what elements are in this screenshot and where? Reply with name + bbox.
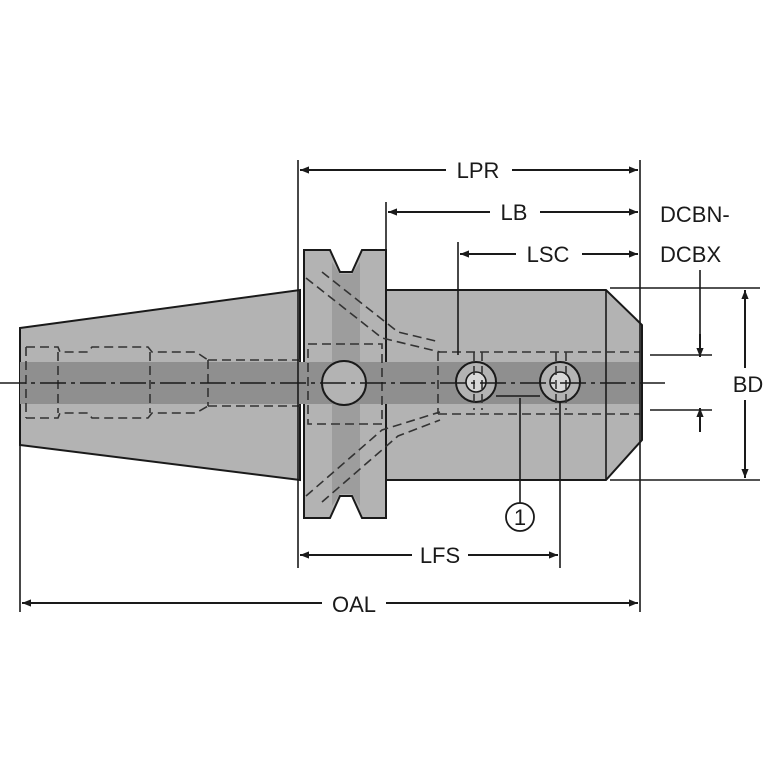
label-lpr: LPR — [457, 158, 500, 183]
label-bd: BD — [733, 372, 764, 397]
label-dcbn: DCBN- — [660, 202, 730, 227]
label-lb: LB — [501, 200, 528, 225]
set-screw-1 — [455, 352, 497, 410]
label-dcbx: DCBX — [660, 242, 721, 267]
label-lfs: LFS — [420, 543, 460, 568]
callout-circle — [505, 502, 535, 532]
set-screw-2 — [539, 352, 581, 410]
label-lsc: LSC — [527, 242, 570, 267]
label-oal: OAL — [332, 592, 376, 617]
extension-lines — [19, 160, 760, 612]
dimension-lines — [22, 166, 749, 607]
callout-number: 1 — [514, 505, 526, 530]
